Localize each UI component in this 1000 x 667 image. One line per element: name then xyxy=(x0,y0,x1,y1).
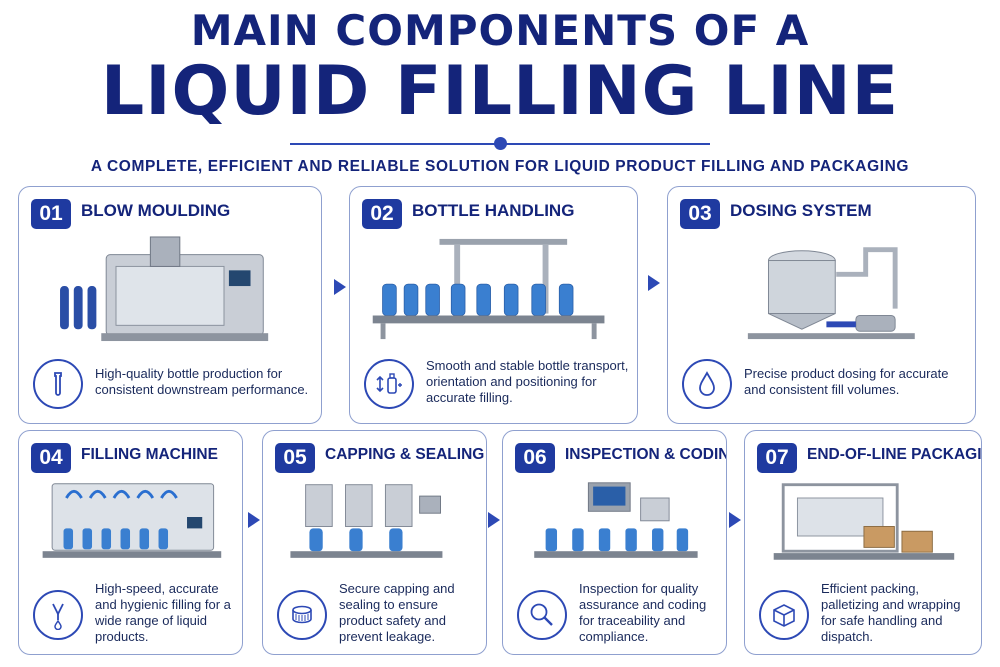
component-number: 02 xyxy=(362,199,402,229)
component-description: Efficient packing, palletizing and wrapp… xyxy=(821,581,961,644)
cap-icon xyxy=(277,590,327,640)
component-number: 07 xyxy=(757,443,797,473)
magnifier-icon xyxy=(517,590,567,640)
packaging-machine-illustration xyxy=(755,479,971,574)
capping-machine-illustration xyxy=(273,479,476,574)
component-description: Inspection for quality assurance and cod… xyxy=(579,581,707,644)
component-card-dosing-system: 03 DOSING SYSTEM Precise product dosing … xyxy=(667,186,976,424)
component-card-filling-machine: 04 FILLING MACHINE High-speed, accurate … xyxy=(18,430,243,655)
title-line-1: MAIN COMPONENTS OF A xyxy=(190,6,810,55)
dosing-system-illustration xyxy=(678,235,965,343)
inspection-machine-illustration xyxy=(513,479,716,574)
component-number: 06 xyxy=(515,443,555,473)
component-title: INSPECTION & CODING xyxy=(565,446,727,463)
component-card-end-of-line-packaging: 07 END-OF-LINE PACKAGING Efficient packi… xyxy=(744,430,982,655)
component-description: Smooth and stable bottle transport, orie… xyxy=(426,358,629,405)
title-line-2: LIQUID FILLING LINE xyxy=(100,52,900,131)
component-title: BOTTLE HANDLING xyxy=(412,201,575,220)
component-number: 03 xyxy=(680,199,720,229)
blow-moulding-machine-illustration xyxy=(29,235,311,343)
flow-arrow xyxy=(248,512,260,528)
flow-arrow xyxy=(488,512,500,528)
flow-arrow xyxy=(334,279,346,295)
component-title: END-OF-LINE PACKAGING xyxy=(807,446,982,463)
droplet-icon xyxy=(682,359,732,409)
component-number: 01 xyxy=(31,199,71,229)
bottle-transport-icon xyxy=(364,359,414,409)
component-description: High-quality bottle production for consi… xyxy=(95,366,309,397)
filling-machine-illustration xyxy=(29,479,232,574)
component-description: High-speed, accurate and hygienic fillin… xyxy=(95,581,231,644)
subtitle: A COMPLETE, EFFICIENT AND RELIABLE SOLUT… xyxy=(90,158,910,175)
component-card-inspection-coding: 06 INSPECTION & CODING Inspection for qu… xyxy=(502,430,727,655)
filling-nozzle-icon xyxy=(33,590,83,640)
flow-arrow xyxy=(729,512,741,528)
component-card-bottle-handling: 02 BOTTLE HANDLING Smooth and stable bot… xyxy=(349,186,638,424)
component-card-blow-moulding: 01 BLOW MOULDING High-quality bottle pro… xyxy=(18,186,322,424)
component-card-capping-sealing: 05 CAPPING & SEALING Secure capping and … xyxy=(262,430,487,655)
component-description: Precise product dosing for accurate and … xyxy=(744,366,949,397)
component-title: FILLING MACHINE xyxy=(81,446,218,463)
component-description: Secure capping and sealing to ensure pro… xyxy=(339,581,455,644)
component-number: 05 xyxy=(275,443,315,473)
bottle-handling-machine-illustration xyxy=(360,235,627,343)
component-title: CAPPING & SEALING xyxy=(325,446,485,463)
component-title: DOSING SYSTEM xyxy=(730,201,872,220)
box-icon xyxy=(759,590,809,640)
component-title: BLOW MOULDING xyxy=(81,201,231,220)
preform-icon xyxy=(33,359,83,409)
component-number: 04 xyxy=(31,443,71,473)
flow-arrow xyxy=(648,275,660,291)
divider-dot xyxy=(494,137,507,150)
